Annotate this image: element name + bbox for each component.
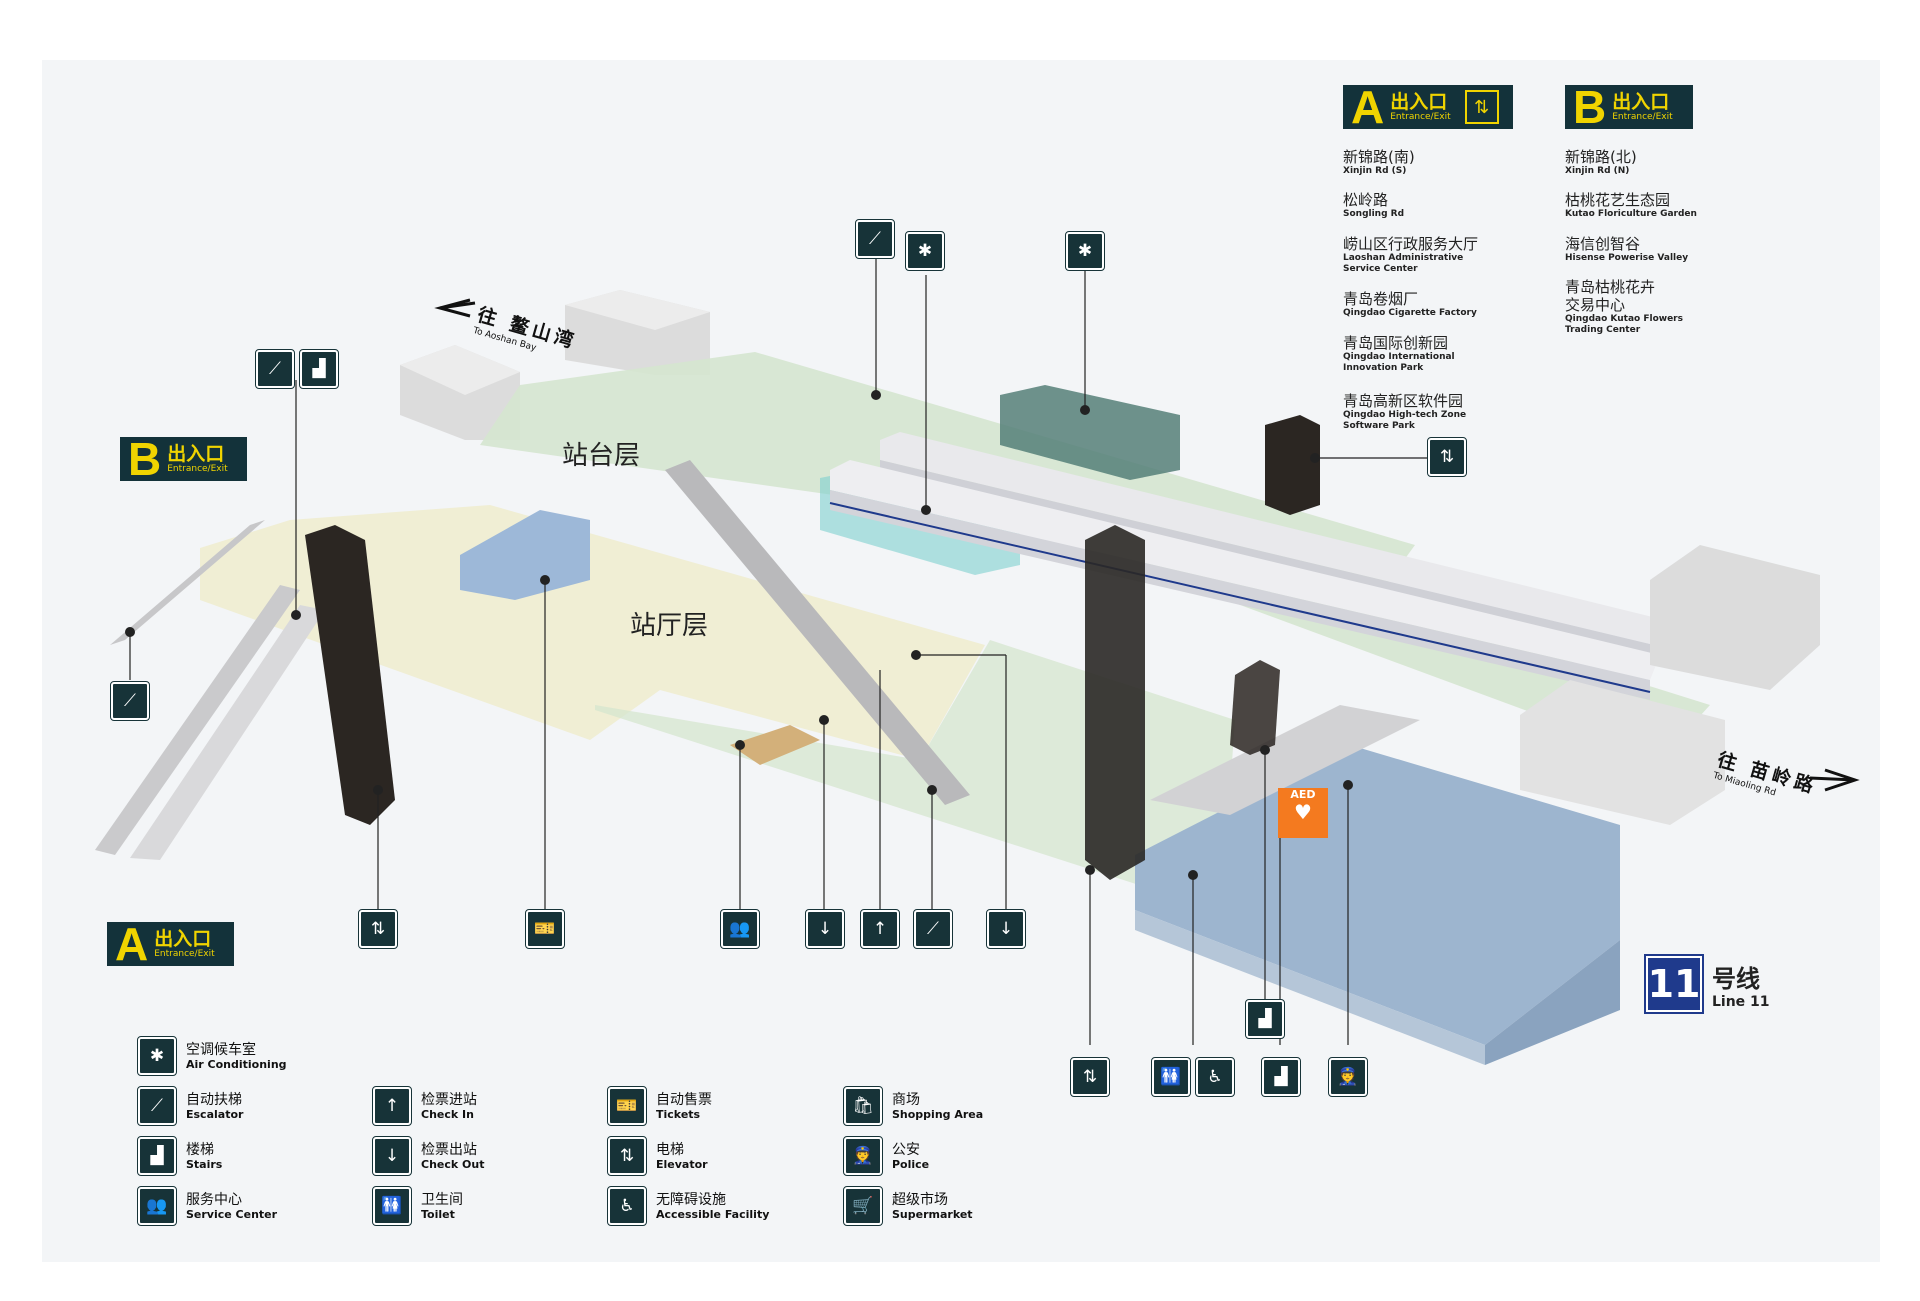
air-conditioning-icon: ✱	[905, 231, 945, 271]
aed-sign: AED ♥	[1278, 788, 1328, 838]
pillar-center	[1085, 525, 1145, 880]
tickets-icon: 🎫	[607, 1086, 647, 1126]
check-out-icon: ↓	[372, 1136, 412, 1176]
escalator-icon: ⟋	[855, 219, 895, 259]
escalator-icon: ⟋	[137, 1086, 177, 1126]
leader-dots	[125, 390, 1353, 880]
pillar-right	[1265, 415, 1320, 515]
service-center-icon: 👥	[137, 1186, 177, 1226]
stairs-icon: ▟	[1261, 1057, 1301, 1097]
stairs-icon: ▟	[137, 1136, 177, 1176]
line-badge: 11 号线 Line 11	[1644, 954, 1770, 1014]
shopping-icon: 🛍	[843, 1086, 883, 1126]
air-conditioning-icon: ✱	[1065, 231, 1105, 271]
stairs-right	[1150, 705, 1420, 815]
concourse-level-label: 站厅层	[630, 611, 709, 641]
police-icon: 👮	[843, 1136, 883, 1176]
check-in-icon: ↑	[372, 1086, 412, 1126]
escalator-icon: ⟋	[913, 909, 953, 949]
heart-icon: ♥	[1294, 800, 1312, 824]
escalator-b	[110, 520, 265, 645]
stairs-a	[130, 605, 325, 860]
tickets-icon: 🎫	[525, 909, 565, 949]
train-lower	[829, 460, 1660, 700]
elevator-icon: ⇅	[1464, 90, 1499, 124]
blue-zone	[1135, 745, 1620, 1045]
building-block	[1520, 680, 1725, 825]
escalator-a	[95, 585, 300, 855]
air-conditioning-icon: ✱	[137, 1036, 177, 1076]
police-icon: 👮	[1328, 1057, 1368, 1097]
stairs-icon: ▟	[299, 349, 339, 389]
pillar-small	[1230, 660, 1280, 755]
building-block	[1650, 545, 1820, 690]
check-out-icon: ↓	[986, 909, 1026, 949]
escalator-icon: ⟋	[110, 681, 150, 721]
supermarket-icon: 🛒	[843, 1186, 883, 1226]
service-counter	[730, 725, 820, 765]
accessible-icon: ♿	[607, 1186, 647, 1226]
ticket-machine-block	[460, 510, 590, 600]
elevator-icon: ⇅	[607, 1136, 647, 1176]
check-out-icon: ↓	[805, 909, 845, 949]
concourse-level	[200, 505, 985, 760]
toilet-icon: 🚻	[372, 1186, 412, 1226]
exit-b-destination: 新锦路(北)Xinjin Rd (N)	[1565, 148, 1637, 176]
elevator-icon: ⇅	[358, 909, 398, 949]
toilet-icon: 🚻	[1151, 1057, 1191, 1097]
stairs-icon: ▟	[1245, 999, 1285, 1039]
accessible-icon: ♿	[1195, 1057, 1235, 1097]
check-in-icon: ↑	[860, 909, 900, 949]
pillar-left	[305, 525, 395, 825]
platform-level-label: 站台层	[562, 441, 641, 471]
service-center-icon: 👥	[720, 909, 760, 949]
elevator-icon: ⇅	[1427, 437, 1467, 477]
platform-level	[480, 352, 1710, 760]
exit-a-destination: 新锦路(南)Xinjin Rd (S)	[1343, 148, 1415, 176]
escalator-center	[665, 460, 970, 805]
escalator-icon: ⟋	[255, 349, 295, 389]
air-conditioned-room	[1000, 385, 1180, 480]
elevator-icon: ⇅	[1070, 1057, 1110, 1097]
